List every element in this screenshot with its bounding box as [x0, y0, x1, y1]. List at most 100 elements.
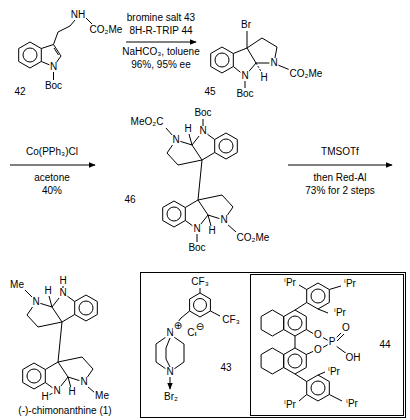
molecule-43	[210, 311, 220, 316]
molecule-45	[247, 31, 248, 48]
molecule-45	[211, 31, 290, 88]
molecule-46	[163, 201, 186, 227]
molecule-44	[295, 303, 307, 311]
molecule-42	[23, 48, 37, 62]
molecule-43	[170, 377, 171, 389]
molecule-45	[215, 53, 229, 67]
molecule-44	[295, 336, 296, 348]
structure-label: N	[31, 297, 40, 307]
structure-label: ⊕	[173, 321, 183, 331]
molecule-45	[211, 47, 234, 73]
molecule-45	[245, 80, 246, 88]
molecule-42	[19, 42, 42, 68]
molecule-chimonanthine	[75, 295, 98, 321]
structure-label: Boc	[193, 108, 212, 118]
molecule-43	[156, 337, 166, 369]
structure-label: Co(PPh₃)Cl	[25, 147, 79, 157]
reaction-arrow	[288, 165, 392, 166]
molecule-46	[215, 133, 238, 159]
structure-label: ⁱPr	[327, 367, 341, 377]
structure-label: N	[79, 377, 88, 387]
structure-label: ⊖	[195, 322, 205, 332]
reaction-arrow	[10, 165, 95, 166]
structure-label: Boc	[44, 81, 63, 91]
molecule-42	[19, 18, 92, 80]
structure-label: Boc	[187, 243, 206, 253]
structure-label: CO₂Me	[289, 69, 324, 79]
structure-label: 73% for 2 steps	[304, 186, 375, 196]
molecule-46	[197, 234, 198, 242]
molecule-44	[299, 395, 307, 402]
molecule-46	[203, 119, 204, 126]
structure-label: ⁱPr	[283, 278, 297, 288]
structure-label: acetone	[33, 173, 71, 183]
molecule-42	[54, 48, 59, 55]
structure-label: H	[183, 124, 192, 134]
molecule-44	[295, 374, 307, 382]
structure-label: CO₂Me	[89, 25, 124, 35]
structure-label: H	[43, 286, 52, 296]
structure-label: N	[165, 367, 174, 377]
molecule-chimonanthine	[23, 286, 98, 395]
molecule-chimonanthine	[23, 363, 46, 389]
structure-label: ⁱPr	[343, 279, 357, 289]
reaction-arrow	[10, 42, 392, 165]
structure-label: N	[171, 135, 180, 145]
molecule-44	[261, 348, 284, 374]
structure-label: Me	[94, 391, 110, 401]
molecule-44	[307, 283, 330, 309]
molecule-44	[337, 334, 344, 341]
molecule-44	[288, 316, 302, 330]
structure-label: Br	[240, 20, 252, 30]
structure-label: H	[67, 387, 76, 397]
structure-label: O	[313, 330, 323, 340]
structure-label: N	[58, 288, 67, 298]
structure-label: (-)-chimonanthine (1)	[17, 406, 112, 416]
structure-label: N	[192, 224, 201, 234]
molecule-43	[156, 288, 220, 389]
molecule-46	[198, 160, 202, 200]
molecule-44	[329, 395, 342, 402]
structure-label: H	[58, 276, 67, 286]
molecule-46	[219, 139, 233, 153]
molecule-44	[307, 375, 330, 401]
structure-box: ⁱPrⁱPrⁱPrOOPOOHⁱPrⁱPrⁱPr44CF₃CF₃N⊕Cl⊖NBr…	[140, 272, 406, 418]
molecule-44	[288, 354, 302, 368]
molecule-chimonanthine	[79, 301, 93, 315]
molecule-44	[261, 283, 347, 401]
structure-label: H	[259, 73, 268, 83]
structure-label: NH	[70, 10, 86, 20]
structure-label: N	[198, 126, 207, 136]
structure-label: ⁱPr	[333, 308, 347, 318]
molecule-42	[86, 18, 92, 24]
molecule-42	[53, 71, 54, 80]
structure-label: Me	[9, 280, 25, 290]
structure-label: N	[52, 386, 61, 396]
molecule-44	[311, 381, 325, 395]
structure-label: CF₃	[221, 315, 240, 325]
molecule-43	[190, 293, 211, 317]
molecule-44	[261, 310, 284, 336]
structure-label: NaHCO₃, toluene	[121, 47, 200, 57]
structure-label: CF₃	[190, 277, 209, 287]
structure-label: 43	[219, 363, 232, 373]
structure-label: OH	[345, 353, 362, 363]
molecule-44	[329, 286, 341, 290]
molecule-chimonanthine	[27, 369, 41, 383]
structure-label: ⁱPr	[283, 400, 297, 410]
molecule-44	[299, 285, 307, 290]
molecule-43	[174, 337, 184, 369]
structure-label: N	[219, 215, 228, 225]
structure-label: 45	[203, 87, 216, 97]
molecule-44	[318, 372, 325, 375]
structure-label: CO₂Me	[236, 233, 271, 243]
molecule-43	[194, 299, 207, 312]
molecule-46	[167, 207, 181, 221]
molecule-46	[189, 134, 192, 145]
molecule-chimonanthine	[49, 296, 52, 307]
structure-label: 8H-R-TRIP 44	[128, 26, 193, 36]
molecule-46	[163, 119, 238, 242]
reaction-arrow	[126, 42, 196, 43]
structure-label: 44	[378, 340, 391, 350]
structure-label: Boc	[235, 89, 254, 99]
